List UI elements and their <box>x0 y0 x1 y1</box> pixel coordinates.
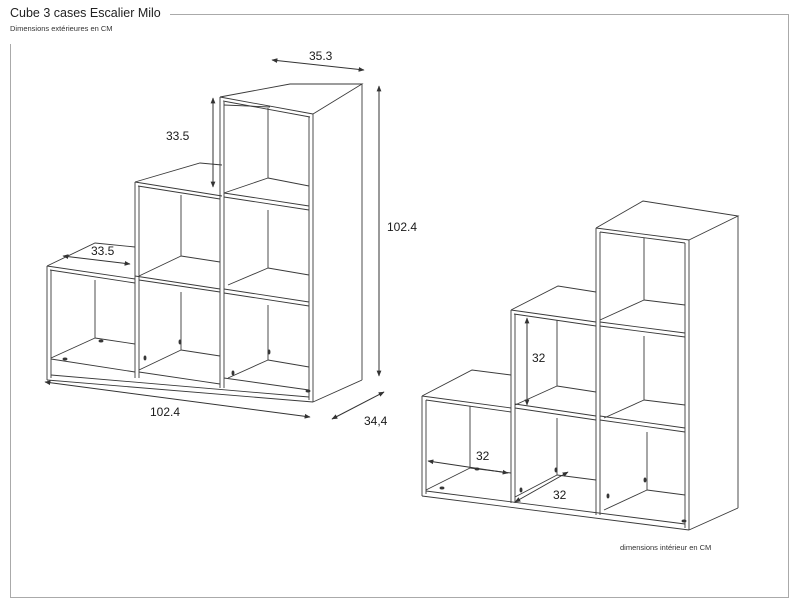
dim-inner-width: 32 <box>476 449 490 463</box>
dim-total-width: 102.4 <box>150 405 180 419</box>
interior-dimensions-note: dimensions intérieur en CM <box>620 543 712 552</box>
dim-top-width: 35.3 <box>309 49 333 63</box>
interior-dimension-labels: 32 32 32 <box>476 351 567 502</box>
dim-depth: 34,4 <box>364 414 388 428</box>
interior-shelf-drawing <box>421 200 740 531</box>
interior-dimension-arrows <box>427 317 569 503</box>
frame-right-border <box>788 14 789 598</box>
page-subtitle: Dimensions extérieures en CM <box>10 24 113 33</box>
frame-bottom-border <box>10 597 789 598</box>
dim-inner-depth: 32 <box>553 488 567 502</box>
dim-total-height: 102.4 <box>387 220 417 234</box>
frame-left-border <box>10 44 11 598</box>
dim-inner-height: 32 <box>532 351 546 365</box>
frame-top-border <box>170 14 789 15</box>
exterior-dimension-arrows <box>44 58 385 420</box>
exterior-shelf-drawing <box>46 83 364 403</box>
exterior-dimension-labels: 35.3 33.5 33.5 102.4 102.4 34,4 <box>91 49 417 428</box>
dim-cube-height: 33.5 <box>166 129 190 143</box>
dim-cube-depth: 33.5 <box>91 244 115 258</box>
page-title: Cube 3 cases Escalier Milo <box>10 6 161 20</box>
